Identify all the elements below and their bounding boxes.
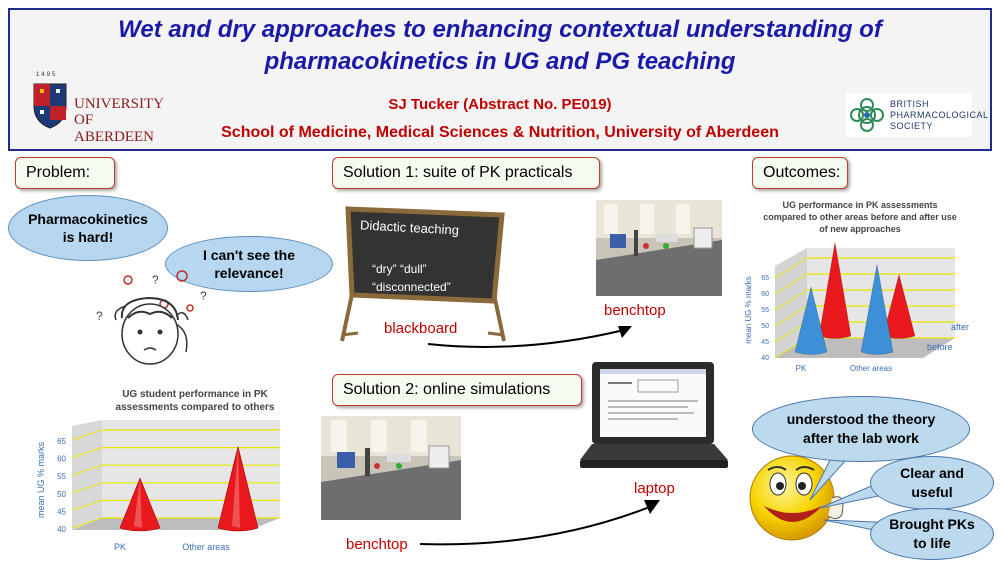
chart2-cat-other: Other areas bbox=[850, 364, 892, 373]
chart2-side-gridline bbox=[774, 305, 808, 327]
outcomes-label: Outcomes: bbox=[752, 157, 848, 189]
author-line: SJ Tucker (Abstract No. PE019) bbox=[388, 96, 612, 113]
outcome-bubble-theory: understood the theory after the lab work bbox=[752, 396, 970, 462]
university-logo: 1495 UNIVERSITY OF ABERDEEN bbox=[30, 72, 164, 145]
chart1-ytick: 50 bbox=[57, 490, 66, 499]
svg-text:?: ? bbox=[200, 289, 207, 303]
chart2-side-gridline bbox=[774, 289, 808, 311]
chart1-ytick: 45 bbox=[57, 507, 66, 516]
svg-text:?: ? bbox=[152, 273, 159, 287]
chart1-title: UG student performance in PK assessments… bbox=[115, 389, 275, 413]
board-line1: “dry” “dull” bbox=[372, 262, 427, 276]
university-logo-line2: OF ABERDEEN bbox=[74, 112, 154, 145]
chart2-ytick: 40 bbox=[761, 355, 769, 362]
chart1-side-gridline bbox=[71, 464, 103, 476]
chart1-ylabel: mean UG % marks bbox=[36, 441, 46, 518]
chart1-side-gridline bbox=[71, 447, 103, 459]
bps-flower-icon bbox=[850, 98, 884, 132]
outcome-bubble-clear: Clear and useful bbox=[870, 456, 994, 510]
chart2-cone-before-0 bbox=[794, 286, 828, 355]
chart2-before-after: 40 45 50 55 60 65 PK Other areas after before… bbox=[745, 242, 969, 373]
chart1-cone-0 bbox=[119, 477, 161, 532]
poster-header bbox=[8, 8, 992, 151]
chart2-cat-pk: PK bbox=[796, 364, 807, 373]
thinking-child-illustration: ? ? ? bbox=[96, 270, 207, 365]
chart2-ytick: 65 bbox=[761, 275, 769, 282]
chart2-side-wall bbox=[775, 248, 807, 358]
chart2-ytick: 60 bbox=[761, 291, 769, 298]
benchtop-photo-2 bbox=[321, 416, 461, 520]
problem-cloud-hard: Pharmacokinetics is hard! bbox=[8, 195, 168, 261]
university-logo-year: 1495 bbox=[36, 72, 58, 78]
chart1-side-gridline bbox=[71, 499, 103, 511]
chart1-cone-1 bbox=[217, 446, 259, 532]
chart1-cat-other: Other areas bbox=[182, 542, 230, 552]
outcome-bubble-life: Brought PKs to life bbox=[870, 508, 994, 560]
chart1-side-wall bbox=[72, 420, 102, 530]
chart1-back-wall bbox=[102, 420, 280, 518]
solution2-label: Solution 2: online simulations bbox=[332, 374, 582, 406]
chart2-ylabel: mean UG % marks bbox=[745, 276, 753, 344]
chart2-ytick: 50 bbox=[761, 323, 769, 330]
chart1-cone-highlight-1 bbox=[232, 446, 240, 528]
university-logo-line1: UNIVERSITY bbox=[74, 96, 164, 112]
chart2-ytick: 45 bbox=[761, 339, 769, 346]
board-line2: “disconnected” bbox=[372, 280, 451, 294]
benchtop-label-2: benchtop bbox=[346, 536, 408, 553]
chart1-cone-highlight-0 bbox=[134, 478, 142, 528]
problem-cloud-relevance: I can't see the relevance! bbox=[165, 236, 333, 292]
benchtop-label-1: benchtop bbox=[604, 302, 666, 319]
arrow-benchtop-to-laptop bbox=[419, 500, 660, 546]
chart1-side-gridline bbox=[71, 482, 103, 494]
chart2-cone-before-1 bbox=[860, 264, 894, 355]
blackboard-illustration bbox=[340, 206, 506, 342]
chart2-side-gridline bbox=[774, 273, 808, 295]
chart1-ytick: 60 bbox=[57, 455, 66, 464]
crest-icon bbox=[33, 83, 67, 129]
chart1-side-gridline bbox=[71, 429, 103, 441]
chart1-cat-pk: PK bbox=[114, 542, 126, 552]
benchtop-photo-1 bbox=[596, 200, 722, 296]
chart1-side-gridline bbox=[71, 517, 103, 529]
chart2-series-before: before bbox=[927, 342, 953, 352]
problem-label: Problem: bbox=[15, 157, 115, 189]
chart2-title: UG performance in PK assessments compare… bbox=[763, 200, 957, 234]
laptop-illustration bbox=[580, 362, 728, 468]
bps-logo: BRITISH PHARMACOLOGICAL SOCIETY bbox=[846, 93, 988, 137]
arrow-blackboard-to-benchtop bbox=[427, 326, 632, 348]
svg-text:?: ? bbox=[96, 309, 103, 323]
chart1-ytick: 55 bbox=[57, 472, 66, 481]
chart2-series-after: after bbox=[951, 322, 969, 332]
bps-line3: SOCIETY bbox=[890, 121, 934, 131]
bps-line2: PHARMACOLOGICAL bbox=[890, 110, 989, 120]
chart2-side-gridline bbox=[774, 257, 808, 279]
chart1-ytick: 40 bbox=[57, 525, 66, 534]
laptop-label: laptop bbox=[634, 480, 675, 497]
solution1-label: Solution 1: suite of PK practicals bbox=[332, 157, 600, 189]
chart1-ytick: 65 bbox=[57, 437, 66, 446]
blackboard-label: blackboard bbox=[384, 320, 458, 337]
chart1-ug-performance: 40 45 50 55 60 65 PK Other areas mean UG % ma… bbox=[36, 420, 280, 552]
school-line: School of Medicine, Medical Sciences & N… bbox=[221, 124, 779, 141]
bps-line1: BRITISH bbox=[890, 99, 930, 109]
chart2-ytick: 55 bbox=[761, 307, 769, 314]
poster-title: Wet and dry approaches to enhancing cont… bbox=[118, 16, 882, 75]
